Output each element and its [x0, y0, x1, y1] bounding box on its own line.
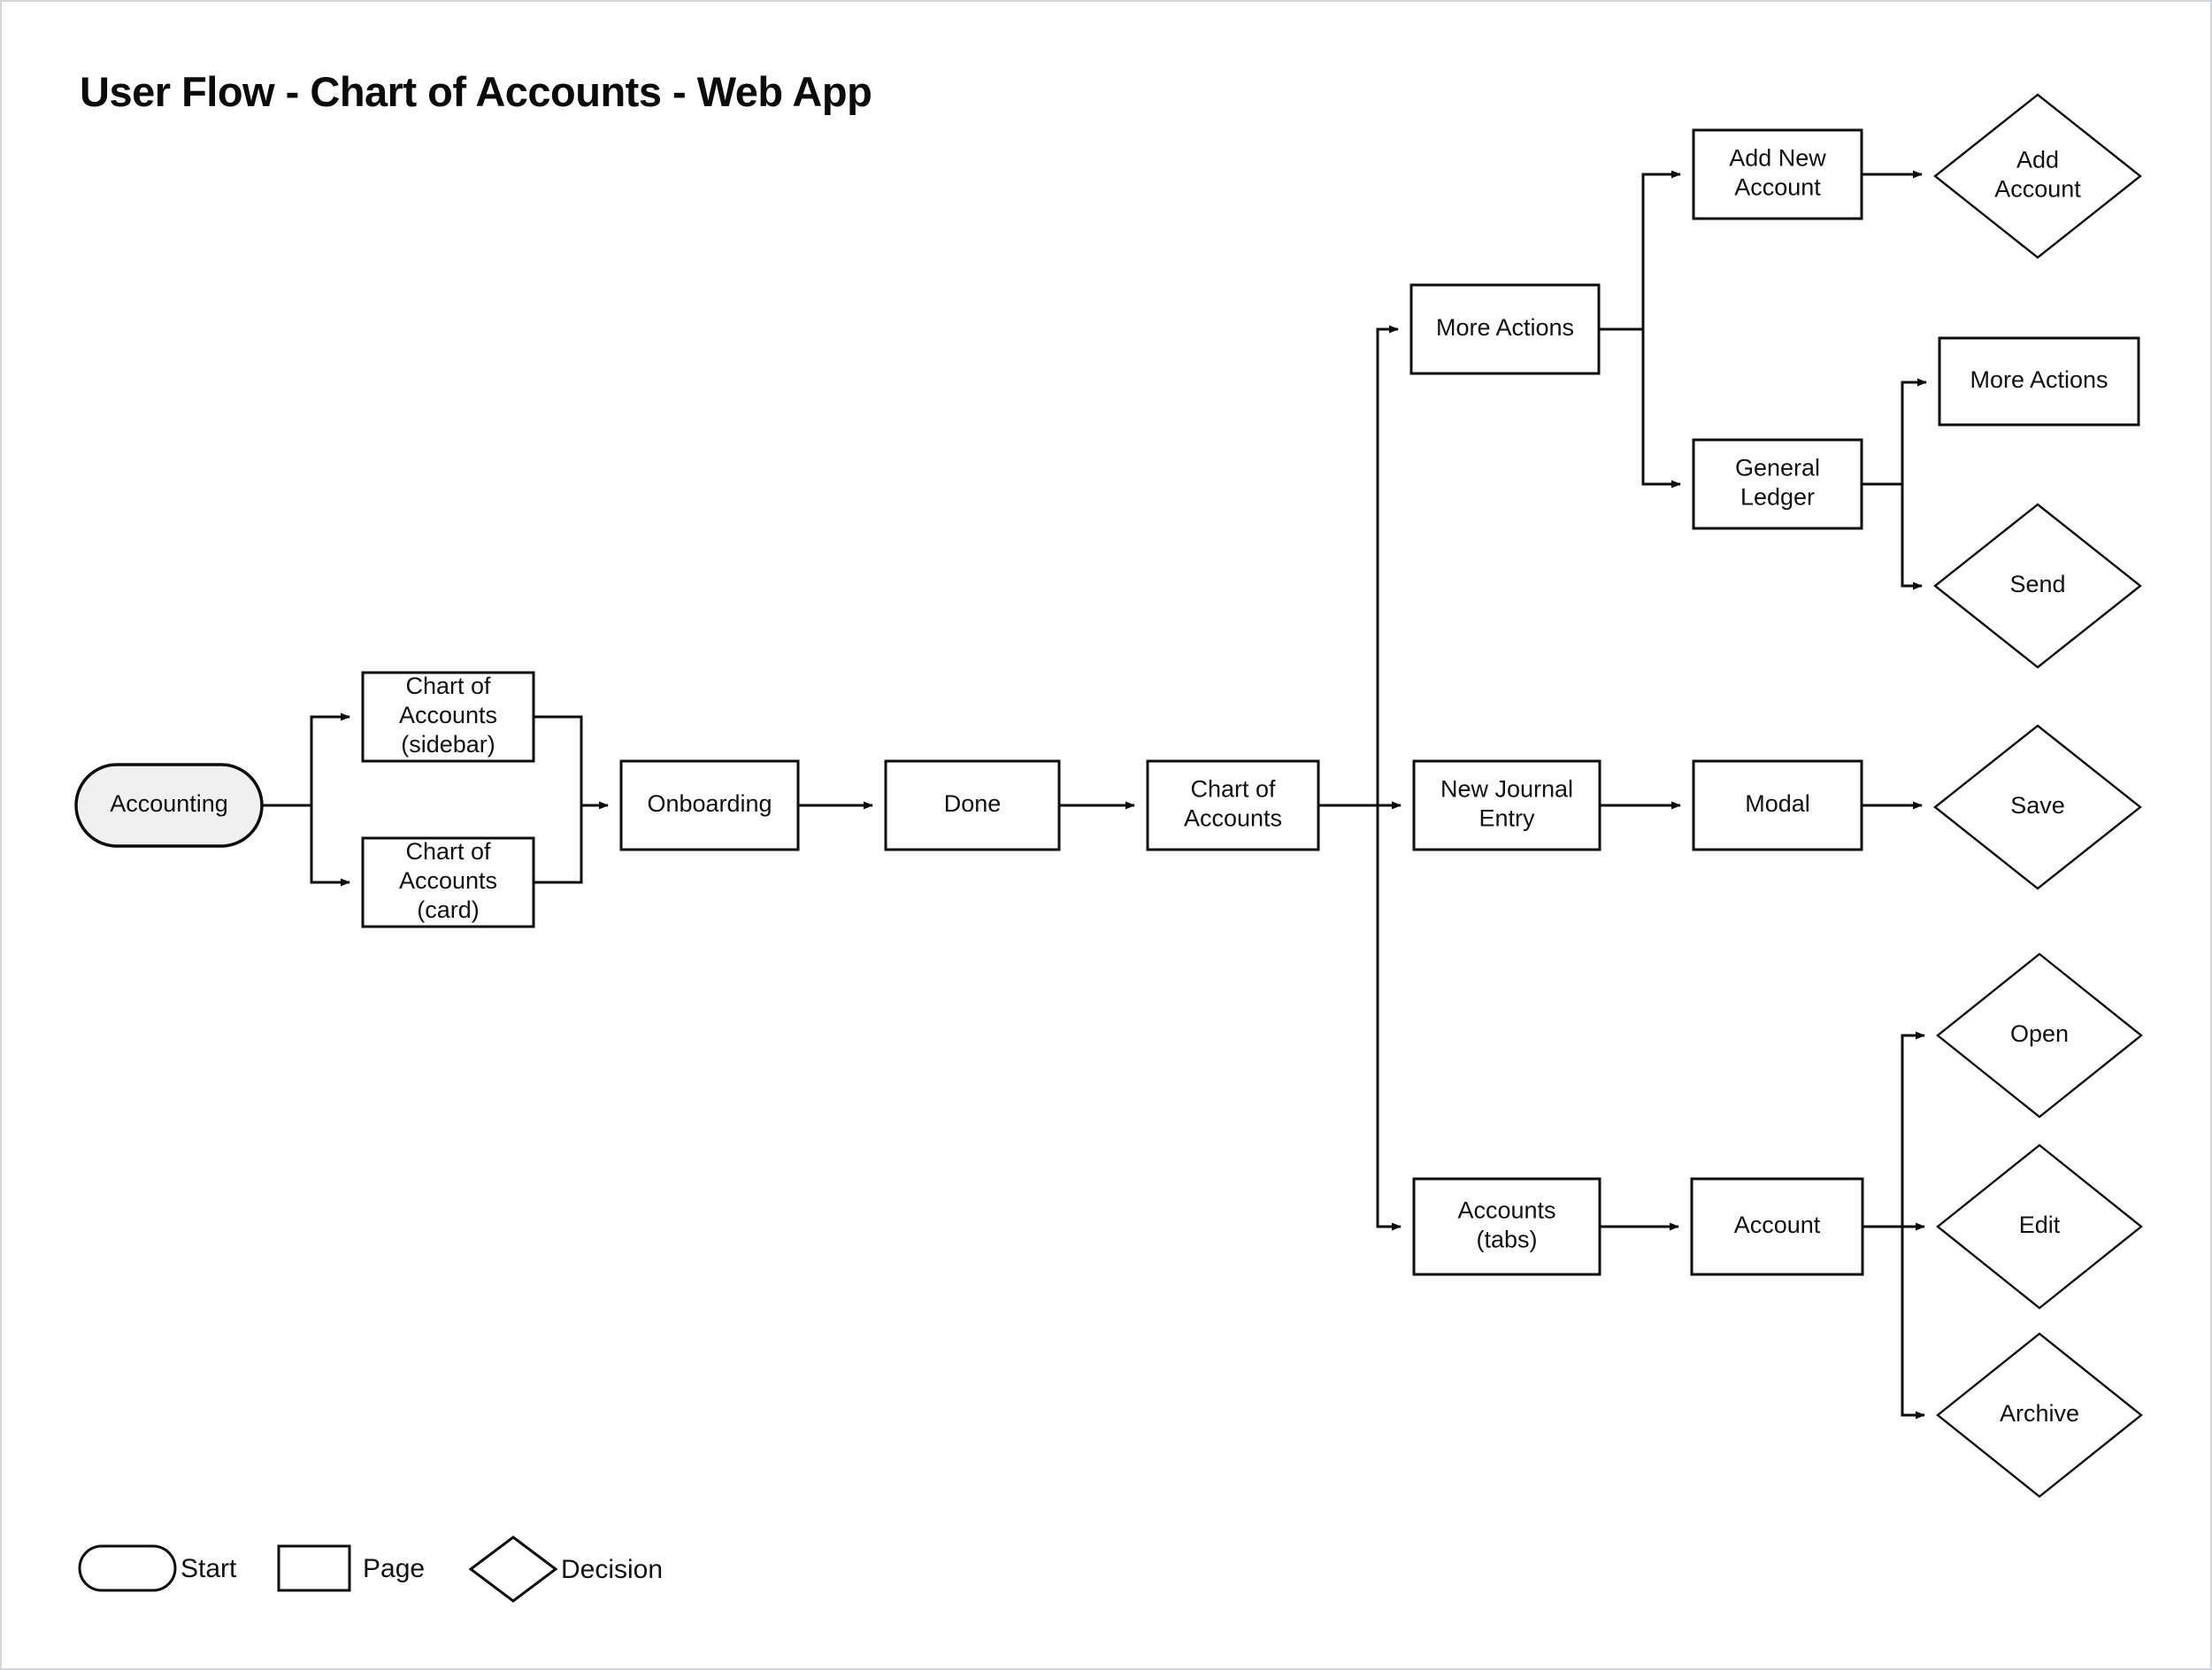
node-done[interactable]: Done	[884, 759, 1061, 851]
node-accounting[interactable]: Accounting	[74, 763, 264, 848]
page-shape	[1409, 283, 1601, 375]
node-archive[interactable]: Archive	[1936, 1332, 2143, 1498]
node-save[interactable]: Save	[1933, 724, 2142, 890]
node-label-save: Save	[2010, 792, 2065, 819]
legend-item-decision: Decision	[468, 1535, 663, 1603]
legend-item-start: Start	[78, 1544, 237, 1592]
node-onboarding[interactable]: Onboarding	[619, 759, 800, 851]
edge-coa-sidebar-to-onboarding	[534, 715, 609, 810]
node-label-modal: Modal	[1745, 790, 1810, 817]
page-shape	[1412, 1177, 1601, 1276]
node-edit[interactable]: Edit	[1936, 1143, 2143, 1310]
page-shape	[884, 759, 1061, 851]
page-shape	[619, 759, 800, 851]
node-account[interactable]: Account	[1690, 1177, 1864, 1276]
node-label-more-actions-1: More Actions	[1436, 314, 1574, 341]
decision-shape	[1936, 1332, 2143, 1498]
edge-accounting-to-coa-sidebar	[262, 712, 350, 807]
node-label-accounting: Accounting	[110, 790, 228, 817]
page-shape	[1412, 759, 1601, 851]
legend-label: Start	[180, 1554, 237, 1583]
edge-coa-to-more-actions-1	[1318, 325, 1399, 807]
decision-shape	[1933, 724, 2142, 890]
decision-shape	[1936, 952, 2143, 1119]
edge-coa-card-to-onboarding	[534, 804, 608, 884]
legend-stadium-icon	[78, 1544, 177, 1592]
edge-general-ledger-to-more-actions-2	[1862, 378, 1927, 486]
edge-coa-to-accounts-tabs	[1376, 805, 1402, 1231]
legend-label: Decision	[561, 1555, 663, 1584]
edges-layer	[262, 170, 1927, 1420]
page-shape	[1692, 759, 1863, 851]
decision-shape	[1933, 503, 2142, 669]
node-label-more-actions-2: More Actions	[1970, 366, 2108, 393]
node-modal[interactable]: Modal	[1692, 759, 1863, 851]
page-title: User Flow - Chart of Accounts - Web App	[80, 68, 872, 115]
legend-item-page: Page	[277, 1544, 425, 1592]
node-open[interactable]: Open	[1936, 952, 2143, 1119]
edge-more-actions-1-to-add-new-account	[1599, 170, 1681, 331]
page-shape	[1690, 1177, 1864, 1276]
node-label-send: Send	[2009, 571, 2065, 597]
edge-accounting-to-coa-card	[262, 804, 350, 887]
decision-shape	[1936, 1143, 2143, 1310]
node-more-actions-2[interactable]: More Actions	[1938, 336, 2140, 427]
legend-label: Page	[363, 1554, 425, 1583]
node-label-account: Account	[1734, 1212, 1821, 1238]
node-label-accounts-tabs: Accounts(tabs)	[1457, 1197, 1555, 1253]
edge-more-actions-1-to-general-ledger	[1599, 327, 1681, 489]
page-shape	[1692, 128, 1863, 220]
node-accounts-tabs[interactable]: Accounts(tabs)	[1412, 1177, 1601, 1276]
legend: Start Page Decision	[78, 1535, 663, 1603]
edge-account-to-open	[1901, 1031, 1925, 1227]
node-label-edit: Edit	[2019, 1212, 2061, 1238]
edge-general-ledger-to-send	[1901, 484, 1923, 590]
node-label-archive: Archive	[2000, 1400, 2079, 1427]
node-more-actions-1[interactable]: More Actions	[1409, 283, 1601, 375]
legend-rect-icon	[277, 1544, 351, 1592]
page-shape	[1146, 759, 1320, 851]
edge-account-to-archive	[1901, 1227, 1925, 1420]
legend-diamond-icon	[468, 1535, 558, 1603]
node-label-done: Done	[944, 790, 1002, 817]
node-send[interactable]: Send	[1933, 503, 2142, 669]
decision-shape	[1933, 93, 2142, 259]
page-shape	[1938, 336, 2140, 427]
node-label-open: Open	[2010, 1020, 2069, 1047]
page-shape	[1692, 438, 1863, 530]
node-label-onboarding: Onboarding	[647, 790, 772, 817]
page-shape	[361, 671, 535, 763]
start-shape	[74, 763, 264, 848]
page-shape	[361, 836, 535, 928]
